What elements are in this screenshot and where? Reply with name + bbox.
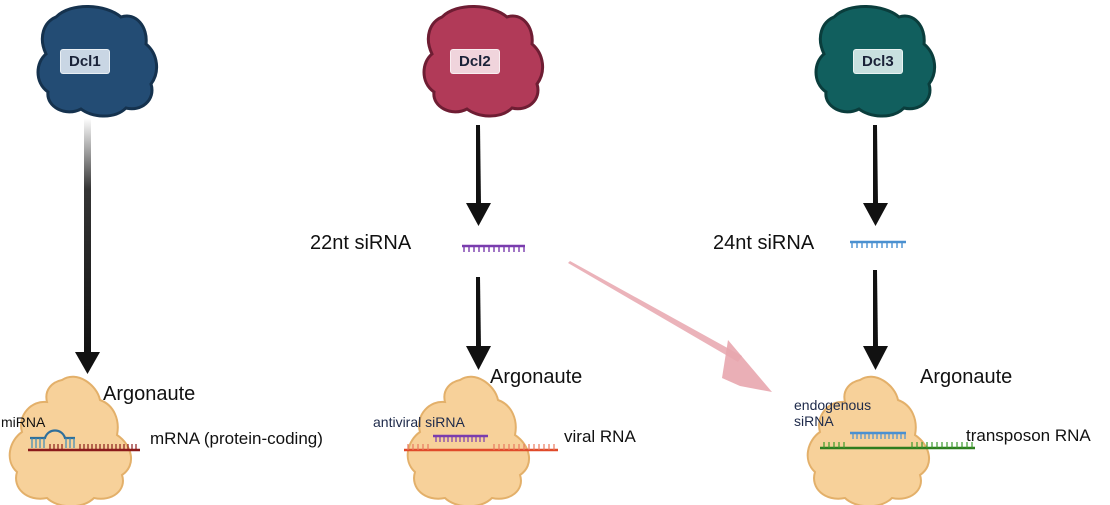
siRNA-24nt-strand bbox=[850, 240, 906, 248]
antiviral-duplex bbox=[404, 434, 558, 452]
mRNA-label: mRNA (protein-coding) bbox=[150, 429, 323, 448]
argonaute-protein-3 bbox=[806, 375, 931, 505]
siRNA-22nt-strand bbox=[462, 244, 525, 252]
miRNA-label: miRNA bbox=[1, 414, 46, 430]
siRNA-24nt-label: 24nt siRNA bbox=[713, 232, 815, 254]
siRNA-22nt-label: 22nt siRNA bbox=[310, 232, 412, 254]
endogenous-duplex bbox=[820, 431, 975, 450]
dcl2-label: Dcl2 bbox=[450, 49, 500, 74]
arrow-24nt-to-argonaute bbox=[863, 270, 888, 370]
dcl3-label: Dcl3 bbox=[853, 49, 903, 74]
dcl1-label: Dcl1 bbox=[60, 49, 110, 74]
argonaute-label-3: Argonaute bbox=[920, 366, 1013, 388]
miRNA-duplex bbox=[28, 429, 140, 452]
arrow-22nt-to-endogenous-argonaute bbox=[568, 261, 772, 392]
viral-RNA-label: viral RNA bbox=[564, 427, 636, 446]
arrow-dcl3-to-24nt bbox=[863, 125, 888, 226]
endogenous-siRNA-label-line2: siRNA bbox=[794, 413, 834, 429]
argonaute-label-1: Argonaute bbox=[103, 383, 196, 405]
antiviral-siRNA-label: antiviral siRNA bbox=[373, 414, 465, 430]
arrow-dcl2-to-22nt bbox=[466, 125, 491, 226]
argonaute-label-2: Argonaute bbox=[490, 366, 583, 388]
arrow-22nt-to-argonaute bbox=[466, 277, 491, 370]
transposon-RNA-label: transposon RNA bbox=[966, 426, 1091, 445]
arrow-dcl1-to-argonaute bbox=[75, 118, 100, 374]
endogenous-siRNA-label-line1: endogenous bbox=[794, 397, 872, 413]
